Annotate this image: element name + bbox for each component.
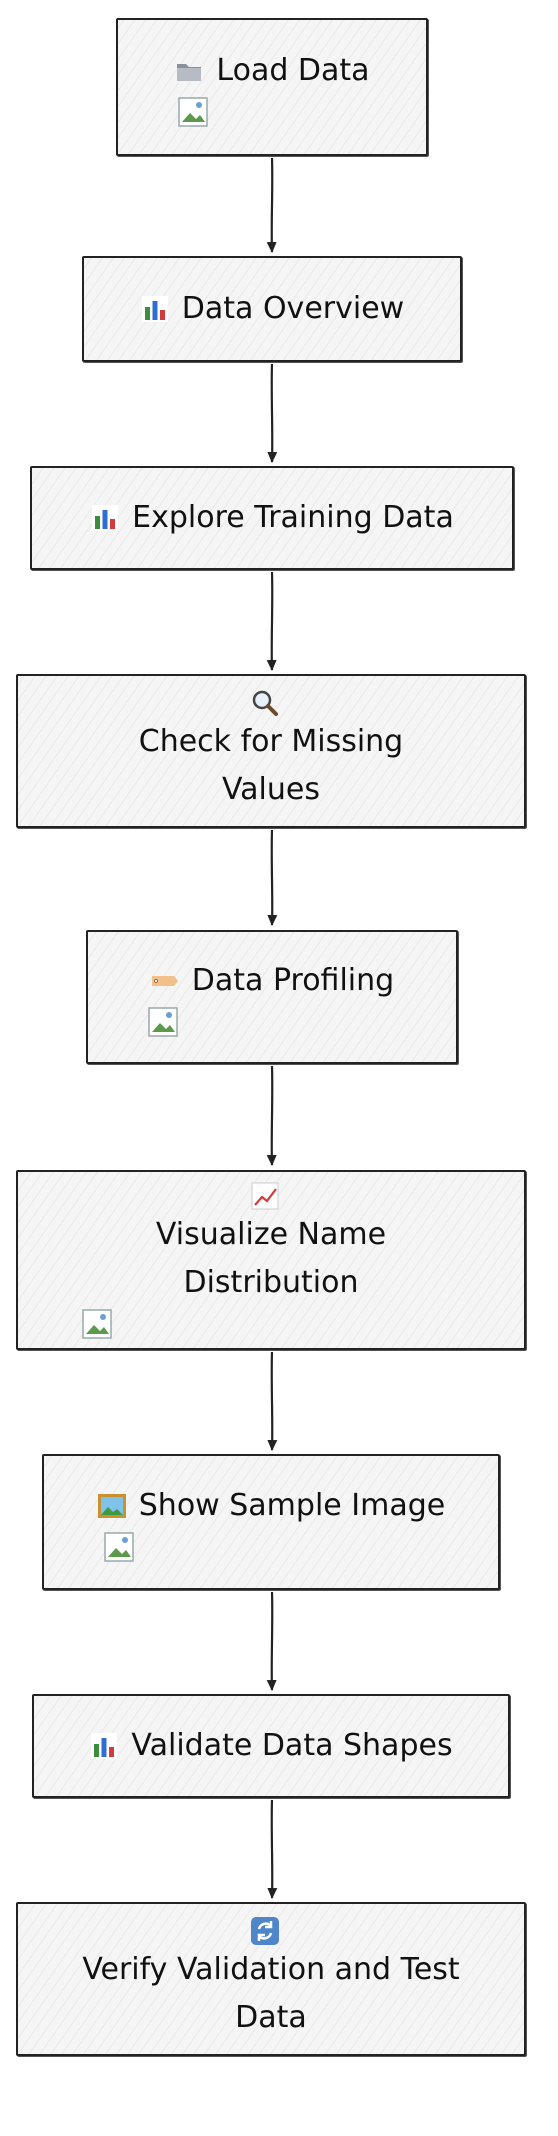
tag-icon [150,966,180,996]
node-explore-training-data-label: Explore Training Data [132,500,454,535]
edge-missing-to-profiling [267,829,278,926]
node-data-overview-label: Data Overview [181,291,405,326]
node-check-missing-values-label: Check for Missing Values [138,724,404,807]
node-data-overview[interactable]: Data Overview [82,256,462,362]
node-label-row: Visualize Name Distribution [111,1181,431,1307]
edge-profiling-to-visualize [266,1065,277,1166]
edge-load-to-overview [266,157,277,253]
node-label-row: Data Overview [140,285,404,333]
node-load-data[interactable]: Load Data [116,18,428,156]
node-label-row: Show Sample Image [97,1482,445,1530]
folder-icon [174,56,204,86]
line-chart-icon [250,1181,280,1211]
node-visualize-name-distribution[interactable]: Visualize Name Distribution [16,1170,526,1350]
edge-visualize-to-sample [267,1351,278,1451]
node-label-row: Check for Missing Values [101,688,441,814]
node-data-profiling[interactable]: Data Profiling [86,930,458,1064]
picture-icon [97,1491,127,1521]
edge-explore-to-missing [266,571,277,671]
node-load-data-label: Load Data [216,53,370,88]
node-check-missing-values[interactable]: Check for Missing Values [16,674,526,828]
node-show-sample-image[interactable]: Show Sample Image [42,1454,500,1590]
node-explore-training-data[interactable]: Explore Training Data [30,466,514,570]
node-show-sample-image-label: Show Sample Image [138,1488,446,1523]
bar-chart-icon [89,1731,119,1761]
broken-image-icon [178,97,208,127]
node-label-row: Validate Data Shapes [89,1722,453,1770]
broken-image-icon [148,1007,178,1037]
edge-shapes-to-verify [267,1799,278,1899]
node-visualize-name-distribution-label: Visualize Name Distribution [155,1217,387,1300]
refresh-icon [250,1916,280,1946]
node-label-row: Verify Validation and Test Data [71,1916,471,2042]
node-data-profiling-label: Data Profiling [191,963,395,998]
bar-chart-icon [140,294,170,324]
edge-overview-to-explore [267,363,278,463]
node-label-row: Explore Training Data [90,494,454,542]
node-validate-data-shapes-label: Validate Data Shapes [131,1728,453,1763]
broken-image-icon [82,1309,112,1339]
node-label-row: Load Data [174,47,370,95]
magnifier-icon [250,688,280,718]
node-verify-validation-test-data-label: Verify Validation and Test Data [82,1952,460,2035]
node-validate-data-shapes[interactable]: Validate Data Shapes [32,1694,510,1798]
edge-sample-to-shapes [266,1591,277,1691]
bar-chart-icon [90,503,120,533]
node-verify-validation-test-data[interactable]: Verify Validation and Test Data [16,1902,526,2056]
broken-image-icon [104,1532,134,1562]
node-label-row: Data Profiling [150,957,394,1005]
